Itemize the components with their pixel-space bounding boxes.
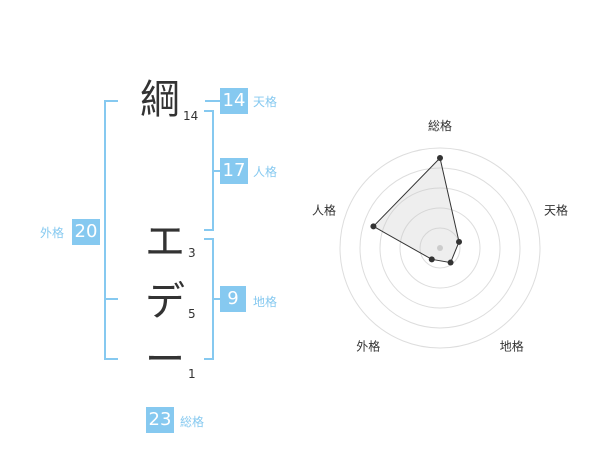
radar-axis-label-4: 人格 [312,202,336,217]
radar-point-1 [456,238,463,245]
radar-ring-1 [419,227,461,269]
radar-center-dot [437,245,443,251]
name-char-4: ー [145,337,185,383]
jinkaku-connector [212,170,220,172]
radar-axis-label-2: 地格 [500,339,524,354]
stroke-count-1: 14 [183,109,199,123]
gaikaku-label: 外格 [40,226,65,240]
radar-polygon [372,156,460,264]
radar-point-3 [428,256,435,263]
radar-rings [339,147,541,349]
chikaku-label: 地格 [253,295,278,309]
jinkaku-label: 人格 [253,165,278,179]
radar-axis-label-3: 外格 [356,339,380,354]
stroke-count-4: 1 [188,367,196,381]
radar-data [370,155,463,266]
stroke-count-2: 3 [188,246,196,260]
radar-ring-4 [359,167,521,329]
name-char-1: 綱 [140,77,180,123]
radar-point-4 [370,223,377,230]
tenkaku-value-badge: 14 [220,88,248,114]
radar-ring-2 [399,207,481,289]
chikaku-value-badge: 9 [220,286,246,312]
gaikaku-bracket-bottom [104,358,118,360]
tenkaku-connector [205,100,220,102]
radar-ring-3 [379,187,501,309]
gaikaku-value-badge: 20 [72,219,100,245]
jinkaku-value-badge: 17 [220,158,248,184]
chikaku-bracket-top [204,238,214,240]
radar-point-0 [437,155,443,161]
gaikaku-bracket-vertical [104,100,106,360]
radar-ring-5 [339,147,541,349]
name-char-3: デ [145,279,185,325]
jinkaku-bracket-bottom [204,229,214,231]
stroke-count-3: 5 [188,307,196,321]
name-char-2: エ [145,219,185,265]
chikaku-connector [212,298,220,300]
gaikaku-bracket-middle [104,298,118,300]
soukaku-label: 総格 [180,415,205,429]
radar-point-2 [447,259,454,266]
radar-axis-label-0: 総格 [428,118,452,133]
gaikaku-bracket-top [104,100,118,102]
radar-axis-label-1: 天格 [544,202,568,217]
chikaku-bracket-bottom [204,358,214,360]
tenkaku-label: 天格 [253,95,278,109]
soukaku-value-badge: 23 [146,407,174,433]
jinkaku-bracket-top [204,110,214,112]
